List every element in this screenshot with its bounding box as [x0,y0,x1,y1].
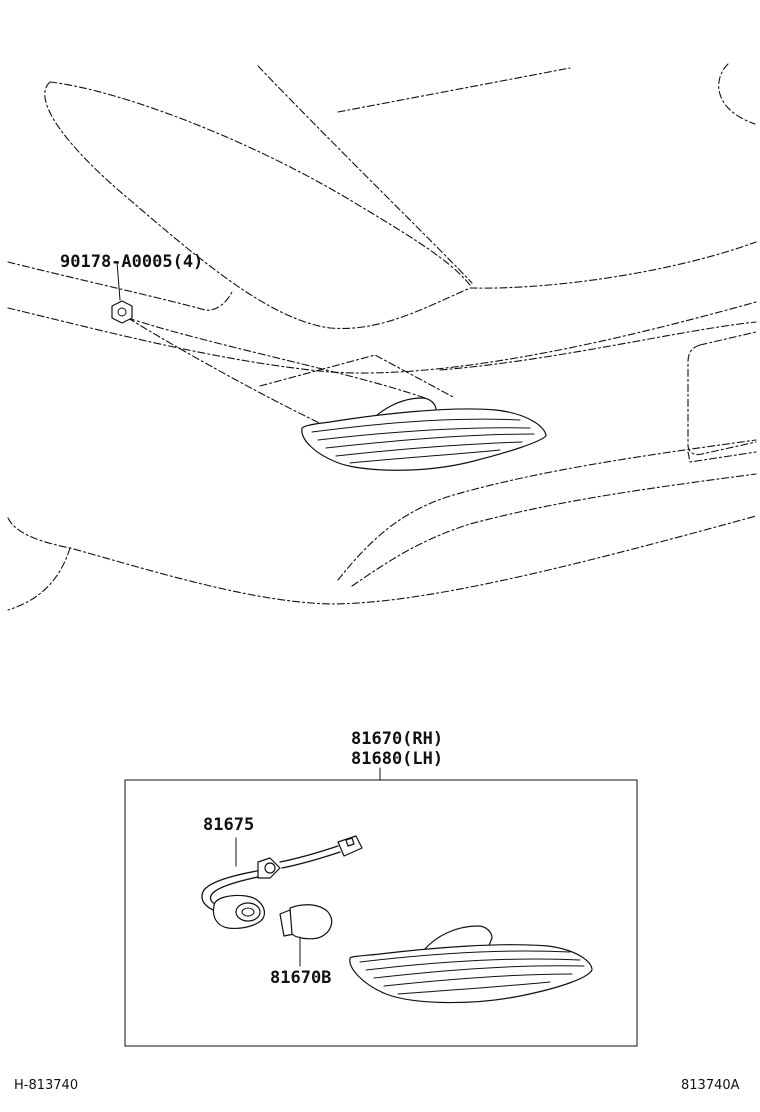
lamp-lh-part-number: 81680(LH) [351,749,444,769]
side-marker-lamp-installed [301,397,547,471]
mounting-nut-drawing [111,261,133,324]
lamp-rh-part-number: 81670(RH) [351,729,444,749]
assembly-box [124,779,638,1047]
socket-part-number: 81675 [203,815,255,835]
bulb-part-number: 81670B [270,968,332,988]
footer-left-code: H-813740 [14,1078,79,1093]
side-marker-lamp-exploded [349,925,593,1004]
nut-part-number: 90178-A0005(4) [60,252,204,272]
vehicle-body-outline [7,63,757,611]
bulb-drawing [279,904,333,967]
socket-wire-drawing [201,835,363,929]
footer-right-code: 813740A [681,1078,740,1093]
